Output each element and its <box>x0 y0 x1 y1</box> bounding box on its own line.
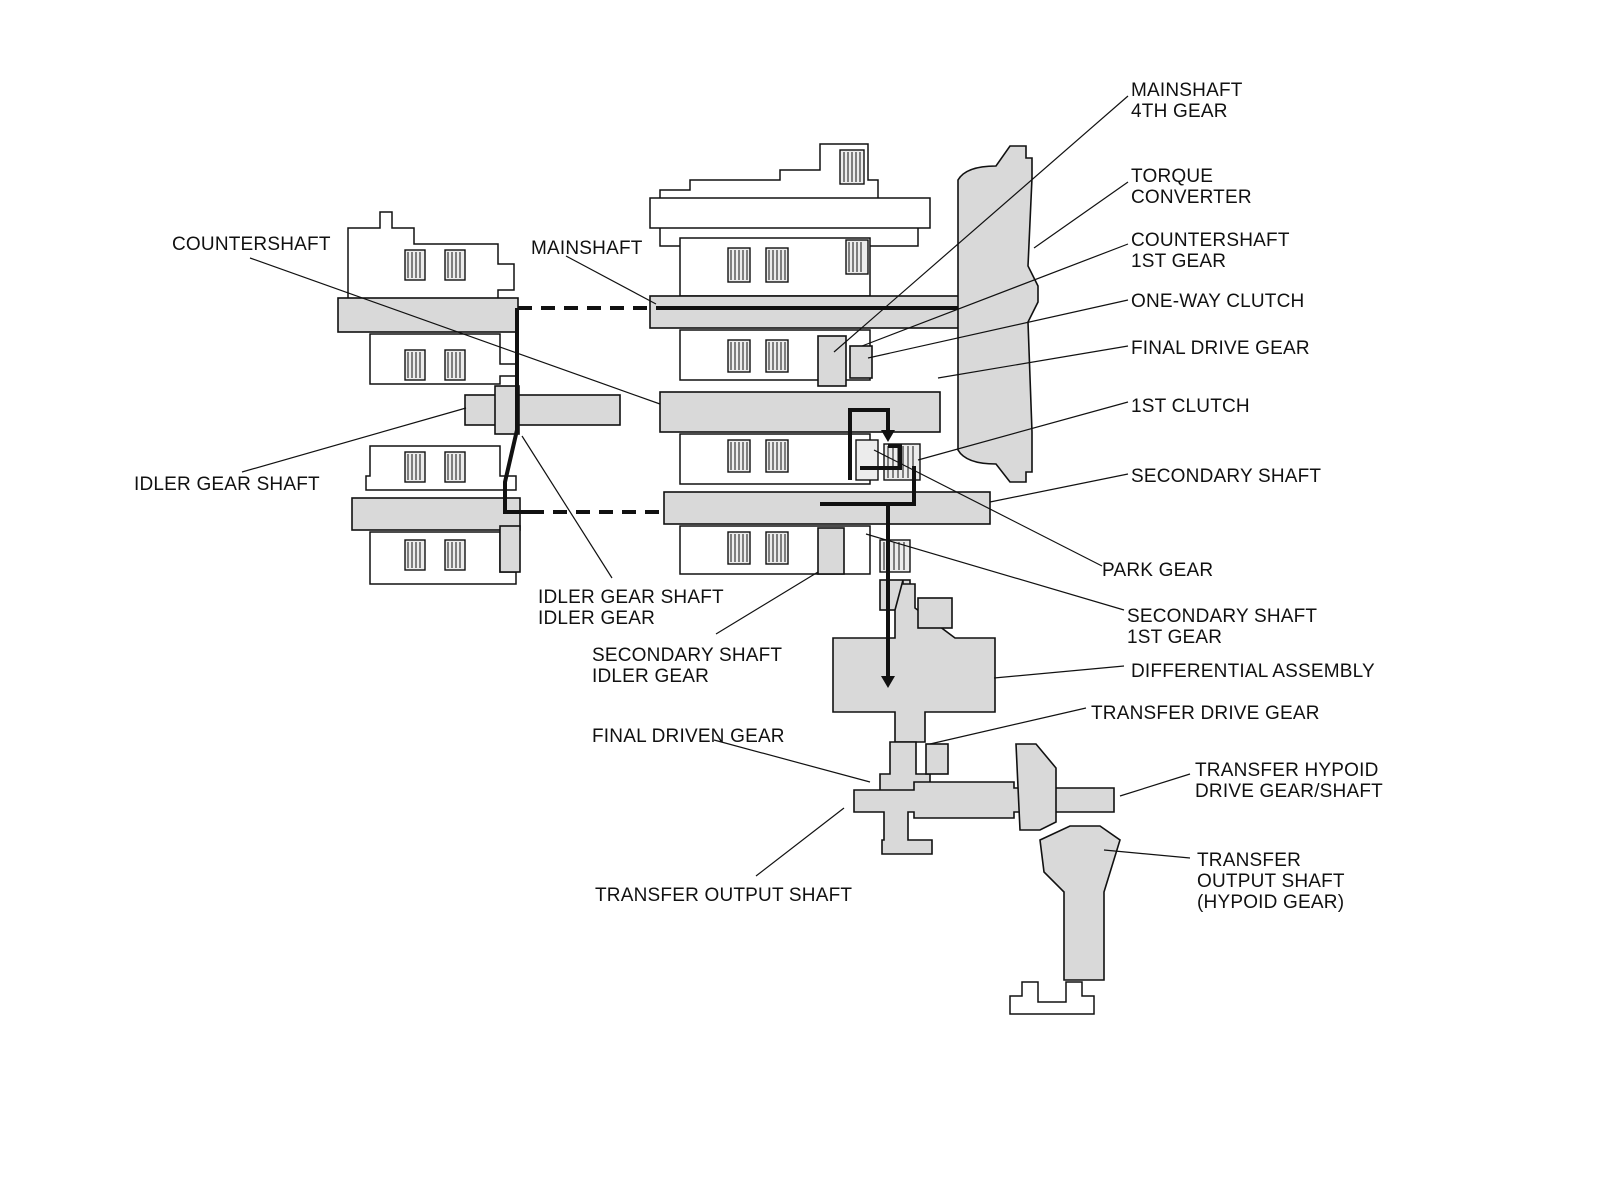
differential-transfer-assembly <box>832 579 1121 1015</box>
leader-idler-gear-shaft-idler-gear <box>521 435 613 579</box>
label-secondary-shaft: SECONDARY SHAFT <box>1131 466 1321 487</box>
leader-transfer-output-shaft <box>755 807 845 877</box>
leader-lines <box>241 95 1191 877</box>
power-flow-path <box>503 306 958 688</box>
leader-countershaft-1st-gear <box>861 243 1129 347</box>
label-differential-assembly: DIFFERENTIAL ASSEMBLY <box>1131 661 1375 682</box>
label-final-drive-gear: FINAL DRIVE GEAR <box>1131 338 1310 359</box>
label-final-driven-gear: FINAL DRIVEN GEAR <box>592 726 785 747</box>
label-park-gear: PARK GEAR <box>1102 560 1213 581</box>
leader-secondary-shaft <box>989 473 1129 503</box>
label-countershaft-1st-gear: COUNTERSHAFT 1ST GEAR <box>1131 230 1295 272</box>
label-idler-gear-shaft: IDLER GEAR SHAFT <box>134 474 320 495</box>
leader-secondary-shaft-idler-gear <box>715 571 819 635</box>
leader-idler-gear-shaft <box>241 407 467 473</box>
leader-differential-assembly <box>993 665 1125 679</box>
label-transfer-output-shaft: TRANSFER OUTPUT SHAFT <box>595 885 852 906</box>
label-one-way-clutch: ONE-WAY CLUTCH <box>1131 291 1304 312</box>
leader-transfer-hypoid-drive-gear <box>1119 773 1191 797</box>
leader-one-way-clutch <box>867 299 1129 359</box>
leader-countershaft <box>249 257 661 405</box>
label-secondary-shaft-1st-gear: SECONDARY SHAFT 1ST GEAR <box>1127 606 1322 648</box>
left-shaft-assembly <box>337 211 621 585</box>
label-secondary-shaft-idler-gear: SECONDARY SHAFT IDLER GEAR <box>592 645 787 687</box>
leader-1st-clutch <box>917 401 1129 461</box>
leader-transfer-drive-gear <box>929 707 1087 745</box>
label-idler-gear-shaft-idler-gear: IDLER GEAR SHAFT IDLER GEAR <box>538 587 729 629</box>
leader-final-driven-gear <box>713 739 871 783</box>
leader-final-drive-gear <box>937 345 1129 379</box>
label-mainshaft-4th-gear: MAINSHAFT 4TH GEAR <box>1131 80 1248 122</box>
leader-mainshaft-4th-gear <box>833 95 1129 353</box>
label-countershaft: COUNTERSHAFT <box>172 234 331 255</box>
leader-park-gear <box>873 449 1103 567</box>
label-1st-clutch: 1ST CLUTCH <box>1131 396 1250 417</box>
leader-transfer-output-hypoid <box>1103 849 1191 859</box>
label-transfer-hypoid-drive-gear-shaft: TRANSFER HYPOID DRIVE GEAR/SHAFT <box>1195 760 1384 802</box>
label-transfer-output-shaft-hypoid: TRANSFER OUTPUT SHAFT (HYPOID GEAR) <box>1197 850 1350 913</box>
label-transfer-drive-gear: TRANSFER DRIVE GEAR <box>1091 703 1320 724</box>
leader-mainshaft <box>565 255 657 305</box>
label-torque-converter: TORQUE CONVERTER <box>1131 166 1252 208</box>
callout-labels: MAINSHAFT 4TH GEAR TORQUE CONVERTER COUN… <box>134 80 1384 913</box>
leader-torque-converter <box>1033 181 1129 249</box>
main-shaft-assembly <box>649 143 1039 575</box>
label-mainshaft: MAINSHAFT <box>531 238 643 259</box>
leader-secondary-shaft-1st-gear <box>865 533 1125 611</box>
